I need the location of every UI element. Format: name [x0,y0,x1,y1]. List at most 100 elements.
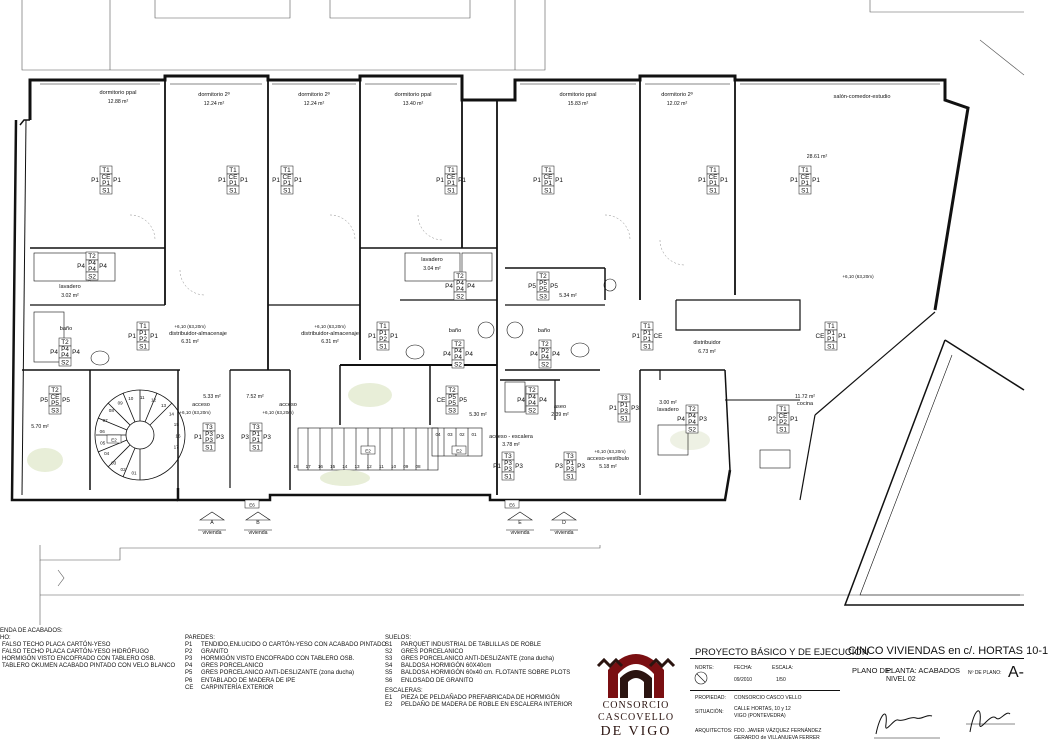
divider [690,690,840,691]
finish-code: S1 [379,344,387,351]
finish-code: CE [779,413,788,420]
stair-step-number: 01 [471,432,477,437]
finish-code: S3 [51,408,59,415]
finish-code: P4 [61,346,69,353]
finish-tag-frame [280,185,294,195]
access-letter: E [518,520,522,526]
finish-code: P1 [643,336,651,343]
finish-code: CE [51,394,60,401]
finish-code: S1 [504,474,512,481]
finish-code: P1 [827,336,835,343]
room-area: 12.02 m² [667,101,688,107]
finish-code: CE [447,174,456,181]
spiral-stair [94,389,186,481]
room-area: 12.24 m² [204,101,225,107]
legend-heading: PAREDES: [185,635,215,641]
finish-code: P1 [128,333,136,340]
finish-code: P1 [102,180,110,187]
level-note: +6,10 (63,20m) [314,324,346,329]
stair-step-number: 12 [367,464,373,469]
finish-code: T1 [643,323,651,330]
finish-code: P4 [456,286,464,293]
finish-code: P4 [467,283,475,290]
finish-code: P1 [368,333,376,340]
room-area: 6.73 m² [698,349,716,355]
access-label: vivienda [554,530,573,536]
finish-code: T1 [283,167,291,174]
logo-line3: DE VIGO [600,724,672,739]
stair-tags [106,434,520,509]
finish-code: CE [283,174,292,181]
finish-tag-frame [538,359,552,369]
finish-tag-frame [99,185,113,195]
finish-tag-frame [249,442,263,452]
finish-code: S2 [61,360,69,367]
stair-step-number: 17 [306,464,312,469]
room-name: distribuidor-almacenaje [301,331,359,337]
propiedad-label: PROPIEDAD: [695,695,726,701]
stair-step-number: 09 [403,464,409,469]
finish-code: P4 [88,266,96,273]
finish-code: P4 [539,397,547,404]
room-name: distribuidor [693,340,720,346]
terrace [799,311,1025,606]
access-arrows [198,511,578,531]
finish-code: S3 [448,408,456,415]
finish-code: P5 [550,283,558,290]
finish-code: P1 [240,177,248,184]
finish-code: T2 [88,253,96,260]
divider [690,658,1024,659]
finish-code: P1 [544,180,552,187]
finish-tag-frame [536,291,550,301]
finish-code: P1 [218,177,226,184]
finish-code: T1 [447,167,455,174]
finish-code: S1 [779,427,787,434]
finish-tag-frame [525,405,539,415]
finishes-legend: ENDA DE ACABADOS: HO: FALSO TECHO PLACA … [0,628,572,743]
finish-code: P1 [533,177,541,184]
stair-tag: E2 [365,449,371,454]
finish-code: P1 [91,177,99,184]
legend-title: ENDA DE ACABADOS: [0,628,63,634]
finish-code: T2 [61,339,69,346]
finish-code: P1 [252,437,260,444]
finish-code: P1 [632,333,640,340]
room-name: dormitorio ppal [560,92,597,98]
room-name: salón-comedor-estudio [834,94,891,100]
room-name: dormitorio 2º [198,91,230,98]
finish-code: S1 [801,188,809,195]
finish-code: P1 [812,177,820,184]
finish-code: P5 [40,397,48,404]
stair-step-number: 04 [104,451,110,456]
finish-code: T2 [454,341,462,348]
room-name: dormitorio 2º [298,91,330,98]
finish-code: P5 [539,286,547,293]
escala-label: ESCALA: [772,665,794,671]
level-note: +6,10 (63,20m) [262,410,294,415]
room-area: 5.18 m² [599,464,617,470]
room-area: 28.61 m² [807,154,828,160]
stair-step-number: 16 [318,464,324,469]
finish-tag-frame [48,405,62,415]
floor-plan: A vivienda B vivienda E vivienda D vivie… [10,0,1025,625]
finish-code: T1 [709,167,717,174]
arquitectos-label: ARQUITECTOS: [695,728,733,734]
fecha-label: FECHA: [734,665,753,671]
